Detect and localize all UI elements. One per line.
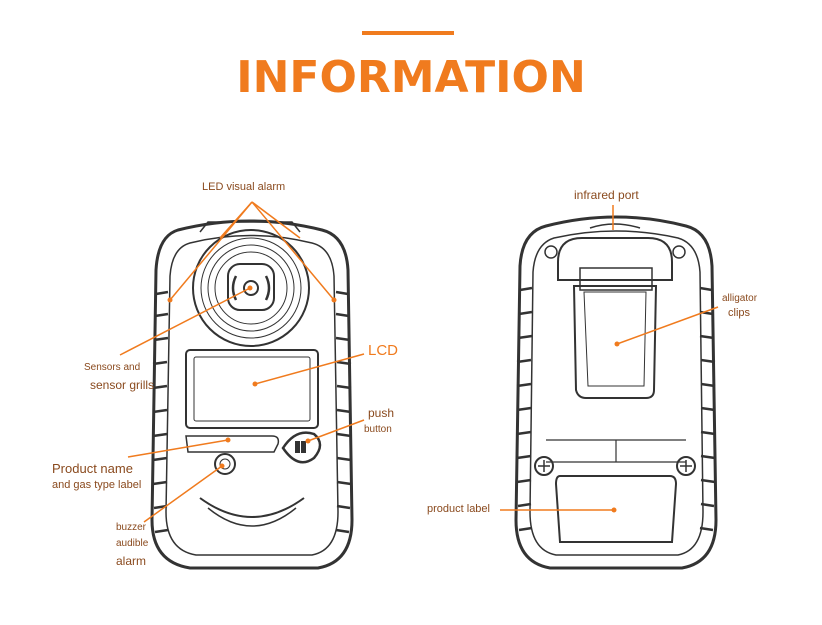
front-device-view	[150, 219, 354, 570]
label-sensors-line1: Sensors and	[84, 362, 141, 373]
label-buzzer-line2: audible	[116, 538, 149, 549]
label-buzzer-line1: buzzer	[116, 522, 147, 533]
label-push-line2: button	[364, 424, 392, 435]
label-lcd: LCD	[368, 342, 399, 359]
label-alligator-line1: alligator	[722, 293, 758, 304]
label-alligator-line2: clips	[728, 307, 751, 319]
label-buzzer-line3: alarm	[116, 554, 147, 568]
label-push-line1: push	[368, 406, 395, 420]
title-accent-rule	[362, 31, 454, 35]
leader-dots	[167, 285, 620, 513]
label-led-visual-alarm: LED visual alarm	[202, 181, 286, 193]
label-product-label: product label	[427, 503, 490, 515]
back-device-view	[514, 215, 718, 570]
label-infrared-port: infrared port	[574, 188, 639, 202]
label-product-name-line2: and gas type label	[52, 479, 142, 491]
page-title: INFORMATION	[236, 52, 586, 103]
label-product-name-line1: Product name	[52, 461, 133, 476]
leader-lines	[119, 201, 719, 523]
label-sensors-line2: sensor grills	[90, 378, 155, 392]
